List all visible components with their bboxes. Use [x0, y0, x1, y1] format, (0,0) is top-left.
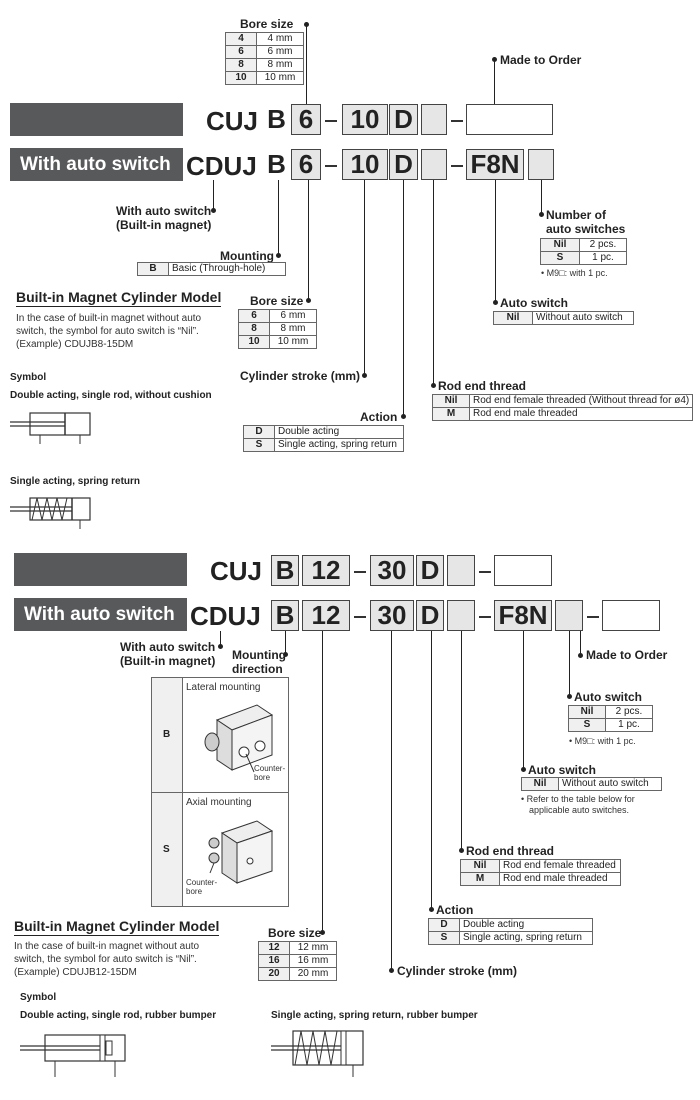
top-bore-title: Bore size — [240, 17, 294, 31]
bottom-row1-bore: 12 — [302, 555, 350, 586]
bottom-built-in-magnet: (Built-in magnet) — [120, 654, 216, 668]
bottom-number-switches-title: Auto switch — [574, 690, 642, 704]
counterbore-label-1: Counter-bore — [254, 764, 286, 782]
top-symbol2-label: Single acting, spring return — [10, 476, 141, 487]
top-built-in-magnet: (Built-in magnet) — [116, 218, 212, 232]
top-number-switches-note: • M9□: with 1 pc. — [541, 268, 608, 278]
top-row1-prefix: CUJ — [206, 106, 259, 136]
top-row2-mount: B — [262, 149, 291, 180]
top-row2-count-slot — [528, 149, 554, 180]
top-row1-switch-slot — [421, 104, 447, 135]
top-row2-rod-slot — [421, 149, 447, 180]
bottom-row2-mount: B — [271, 600, 299, 631]
top-magnet-model-title: Built-in Magnet Cylinder Model — [16, 289, 222, 307]
bottom-cylinder-stroke: Cylinder stroke (mm) — [397, 964, 518, 978]
lateral-mounting-cylinder-icon — [204, 704, 274, 773]
lateral-mounting-label: Lateral mounting — [186, 682, 261, 693]
mount-b-key: B — [163, 729, 171, 740]
axial-mounting-cylinder-icon — [208, 820, 274, 884]
bottom-row1-prefix: CUJ — [210, 556, 263, 586]
bottom-with-auto-switch: With auto switch — [120, 640, 216, 654]
mount-s-key: S — [163, 844, 170, 855]
double-acting-symbol-icon — [10, 412, 91, 444]
double-acting-rubber-bumper-symbol-icon — [20, 1034, 126, 1077]
bottom-row2-switch: F8N — [494, 600, 552, 631]
bottom-bore-title: Bore size — [268, 926, 322, 940]
top-bar-with-auto-switch: With auto switch — [10, 148, 183, 181]
bottom-row1-mount: B — [271, 555, 299, 586]
top-action-title: Action — [360, 410, 398, 424]
spring-return-symbol-icon — [10, 497, 91, 529]
top-symbol1-label: Double acting, single rod, without cushi… — [10, 390, 212, 401]
top-auto-switch-title: Auto switch — [500, 296, 568, 310]
top-row1-action: D — [389, 104, 418, 135]
top-row2-prefix: CDUJ — [186, 151, 257, 181]
top-mounting-title: Mounting — [220, 249, 274, 263]
bottom-row1-switch-slot — [447, 555, 475, 586]
top-bore-mid-title: Bore size — [250, 294, 304, 308]
top-row1-mount: B — [262, 104, 291, 135]
bottom-symbol-title: Symbol — [20, 992, 57, 1003]
bottom-row2-made-to-order-slot — [602, 600, 660, 631]
top-rod-end-title: Rod end thread — [438, 379, 527, 393]
top-number-switches-title2: auto switches — [546, 222, 626, 236]
bottom-row2-bore: 12 — [302, 600, 350, 631]
top-made-to-order: Made to Order — [500, 53, 582, 67]
top-row1-made-to-order-slot — [466, 104, 553, 135]
bottom-auto-switch-title: Auto switch — [528, 763, 596, 777]
bottom-bar-blank — [14, 553, 187, 586]
top-row2-switch: F8N — [466, 149, 524, 180]
top-row2-action: D — [389, 149, 418, 180]
top-row2-bore: 6 — [291, 149, 321, 180]
bottom-auto-switch-note: • Refer to the table below for applicabl… — [521, 794, 635, 815]
bottom-symbol2-label: Single acting, spring return, rubber bum… — [271, 1010, 478, 1021]
bottom-row1-action: D — [416, 555, 444, 586]
bottom-row2-stroke: 30 — [370, 600, 414, 631]
top-number-switches-title1: Number of — [546, 208, 606, 222]
bottom-row2-action: D — [416, 600, 444, 631]
bottom-symbol1-label: Double acting, single rod, rubber bumper — [20, 1010, 217, 1021]
top-bar-blank — [10, 103, 183, 136]
bottom-row1-made-to-order-slot — [494, 555, 552, 586]
spring-return-rubber-bumper-symbol-icon — [271, 1030, 364, 1077]
bottom-magnet-model-title: Built-in Magnet Cylinder Model — [14, 918, 220, 936]
bottom-mounting-direction-title1: Mounting — [232, 648, 286, 662]
bottom-mounting-direction-title2: direction — [232, 662, 283, 676]
top-row2-stroke: 10 — [342, 149, 388, 180]
bottom-row2-count-slot — [555, 600, 583, 631]
bottom-number-switches-note: • M9□: with 1 pc. — [569, 736, 636, 746]
bottom-made-to-order: Made to Order — [586, 648, 668, 662]
top-magnet-model-text: In the case of built-in magnet without a… — [16, 313, 202, 350]
bottom-row1-stroke: 30 — [370, 555, 414, 586]
axial-mounting-label: Axial mounting — [186, 797, 252, 808]
bottom-mounting-direction-table: B S Lateral mounting Axial mounting Coun… — [151, 677, 289, 907]
top-row1-bore: 6 — [291, 104, 321, 135]
top-with-auto-switch: With auto switch — [116, 204, 212, 218]
bottom-row2-prefix: CDUJ — [190, 601, 261, 631]
top-row1-stroke: 10 — [342, 104, 388, 135]
bottom-row2-rod-slot — [447, 600, 475, 631]
counterbore-label-2: Counter-bore — [186, 878, 218, 896]
bottom-action-title: Action — [436, 903, 474, 917]
bottom-rod-end-title: Rod end thread — [466, 844, 555, 858]
top-cylinder-stroke: Cylinder stroke (mm) — [240, 369, 361, 383]
bottom-bar-with-auto-switch: With auto switch — [14, 598, 187, 631]
bottom-magnet-model-text: In the case of built-in magnet without a… — [14, 941, 200, 978]
top-symbol-title: Symbol — [10, 372, 47, 383]
